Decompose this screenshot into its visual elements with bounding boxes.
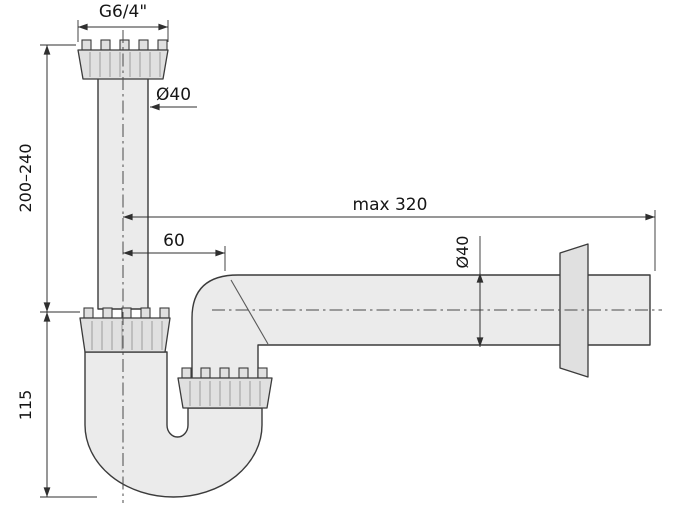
- nut-tooth: [157, 39, 168, 51]
- nut-tooth: [200, 367, 211, 379]
- dim-max-length: [122, 210, 656, 271]
- nut-ribs: [89, 52, 161, 77]
- nut-ribs: [189, 381, 261, 406]
- parts: [77, 39, 651, 498]
- nut-tooth: [159, 307, 170, 319]
- nut-ribs: [91, 321, 163, 350]
- trap-union-nut: [79, 307, 171, 353]
- nut-tooth: [81, 39, 92, 51]
- elbow-miter-seam: [230, 279, 269, 345]
- nut-tooth: [257, 367, 268, 379]
- nut-tooth: [102, 307, 113, 319]
- nut-body: [79, 317, 171, 353]
- dimensions: [40, 20, 656, 498]
- dim-trap-height: [40, 311, 97, 498]
- dim-thread: [77, 20, 169, 42]
- label-inlet-height: 200–240: [16, 143, 35, 212]
- nut-tooth: [138, 39, 149, 51]
- u-trap-body: [84, 351, 263, 498]
- label-max-length: max 320: [353, 195, 428, 215]
- labels: G6/4" Ø40 200–240 max 320 60 Ø40 115: [16, 2, 472, 420]
- label-offset: 60: [163, 231, 185, 251]
- nut-tooth: [100, 39, 111, 51]
- nut-body: [177, 377, 273, 409]
- label-inlet-diameter: Ø40: [156, 85, 191, 105]
- dim-offset: [122, 246, 226, 271]
- label-thread-size: G6/4": [99, 2, 147, 22]
- elbow-union-nut: [177, 367, 273, 409]
- nut-tooth: [238, 367, 249, 379]
- nut-tooth: [83, 307, 94, 319]
- label-outlet-diameter: Ø40: [453, 236, 472, 269]
- label-trap-height: 115: [16, 390, 35, 421]
- dim-inlet-height: [40, 44, 80, 313]
- centerlines: [122, 30, 662, 503]
- nut-tooth: [140, 307, 151, 319]
- nut-tooth: [181, 367, 192, 379]
- nut-tooth: [119, 39, 130, 51]
- nut-tooth: [219, 367, 230, 379]
